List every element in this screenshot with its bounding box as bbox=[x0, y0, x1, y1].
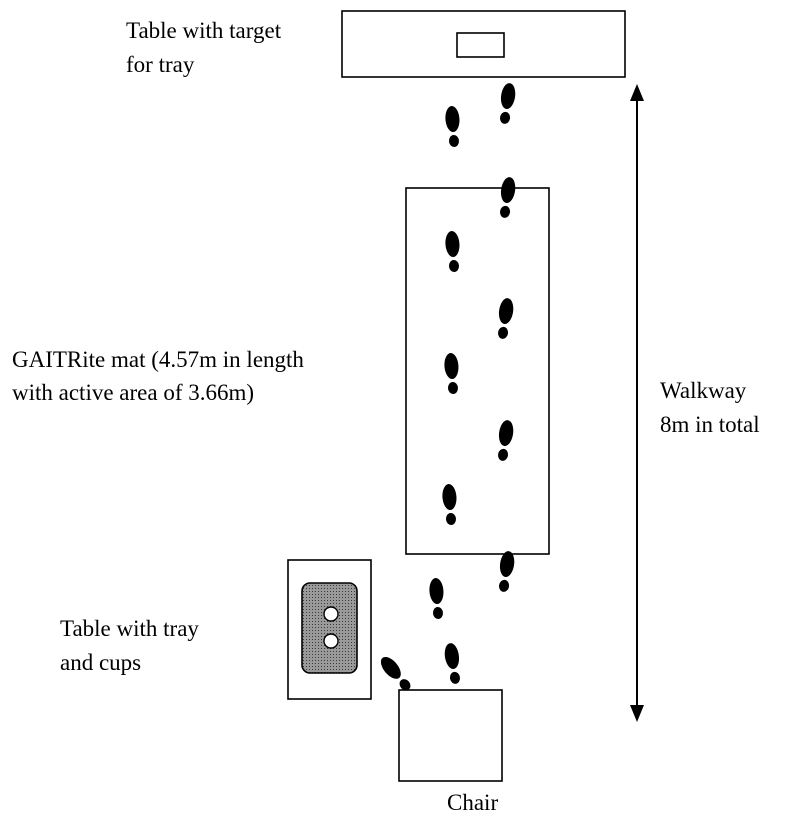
walkway-label-line2: 8m in total bbox=[660, 412, 760, 437]
cup-1 bbox=[323, 606, 339, 622]
tray-target-marker bbox=[456, 32, 505, 58]
walkway-label-line1: Walkway bbox=[660, 378, 747, 403]
table-tray-label-line1: Table with tray bbox=[60, 616, 199, 641]
chair bbox=[398, 689, 503, 782]
table-with-tray bbox=[287, 559, 372, 700]
footprint-icon bbox=[377, 653, 415, 694]
chair-label: Chair bbox=[447, 790, 498, 815]
footprint-icon bbox=[444, 105, 462, 148]
table-tray-label-line2: and cups bbox=[60, 650, 141, 675]
tray bbox=[301, 582, 358, 674]
mat-label-line1: GAITRite mat (4.57m in length bbox=[12, 347, 304, 372]
cup-2 bbox=[323, 633, 339, 649]
footprint-icon bbox=[443, 642, 463, 685]
table-target-label-line1: Table with target bbox=[126, 18, 282, 43]
gaitrite-mat bbox=[405, 187, 550, 555]
mat-label-line2: with active area of 3.66m) bbox=[12, 380, 254, 405]
walkway-arrow bbox=[630, 84, 644, 722]
footprint-icon bbox=[496, 550, 516, 593]
footprint-icon bbox=[497, 82, 517, 125]
footprint-icon bbox=[428, 577, 446, 620]
table-with-target bbox=[341, 10, 626, 78]
table-target-label-line2: for tray bbox=[126, 52, 195, 77]
